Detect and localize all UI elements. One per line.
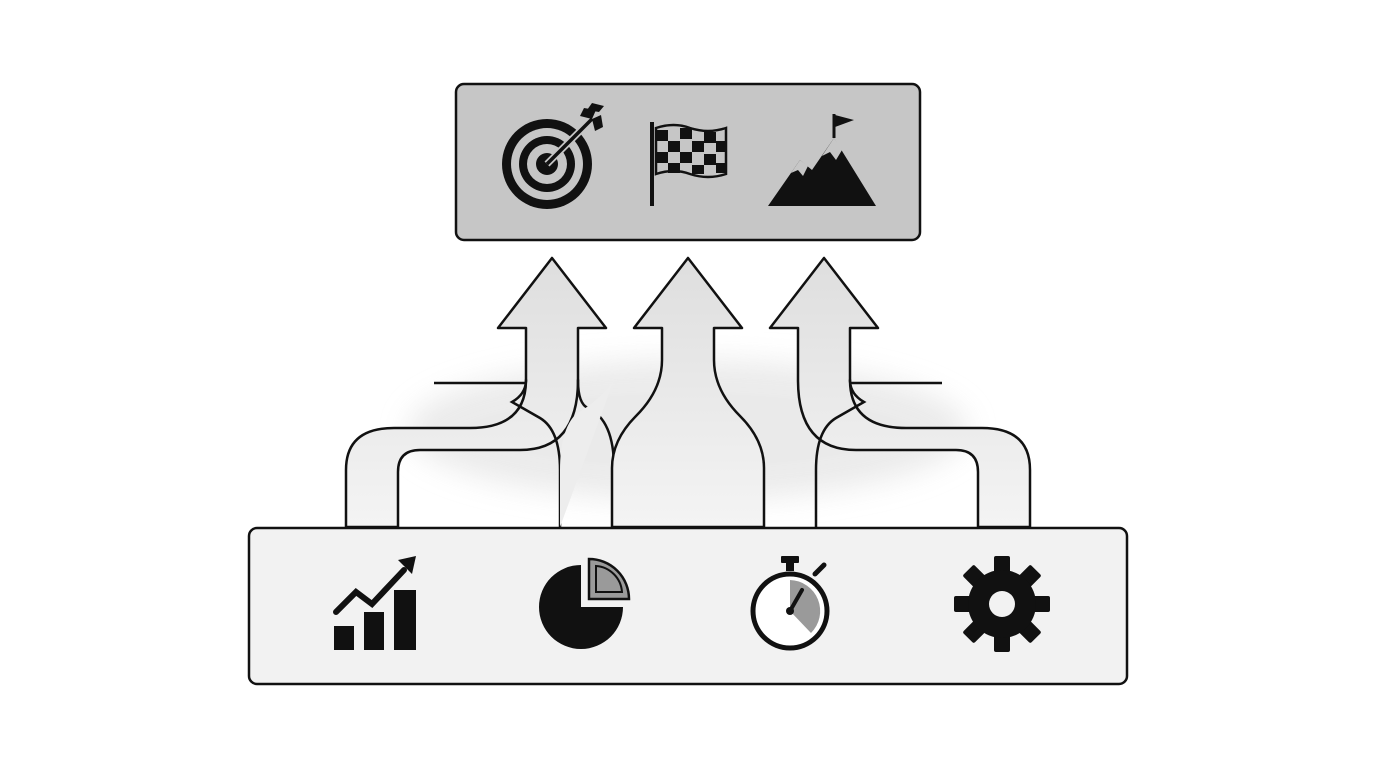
goals-panel bbox=[454, 82, 922, 242]
arrows-group bbox=[344, 256, 1032, 529]
mountain-peak-flag-icon bbox=[768, 114, 876, 206]
center-arrow bbox=[560, 256, 766, 529]
gear-icon bbox=[954, 556, 1050, 652]
stopwatch-icon bbox=[750, 556, 830, 651]
inputs-panel bbox=[247, 526, 1129, 686]
checkered-flag-icon bbox=[650, 122, 728, 206]
target-icon bbox=[502, 103, 604, 209]
right-merge-arrow bbox=[768, 256, 1032, 529]
growth-bar-chart-icon bbox=[333, 556, 416, 650]
pie-chart-icon bbox=[539, 557, 631, 649]
